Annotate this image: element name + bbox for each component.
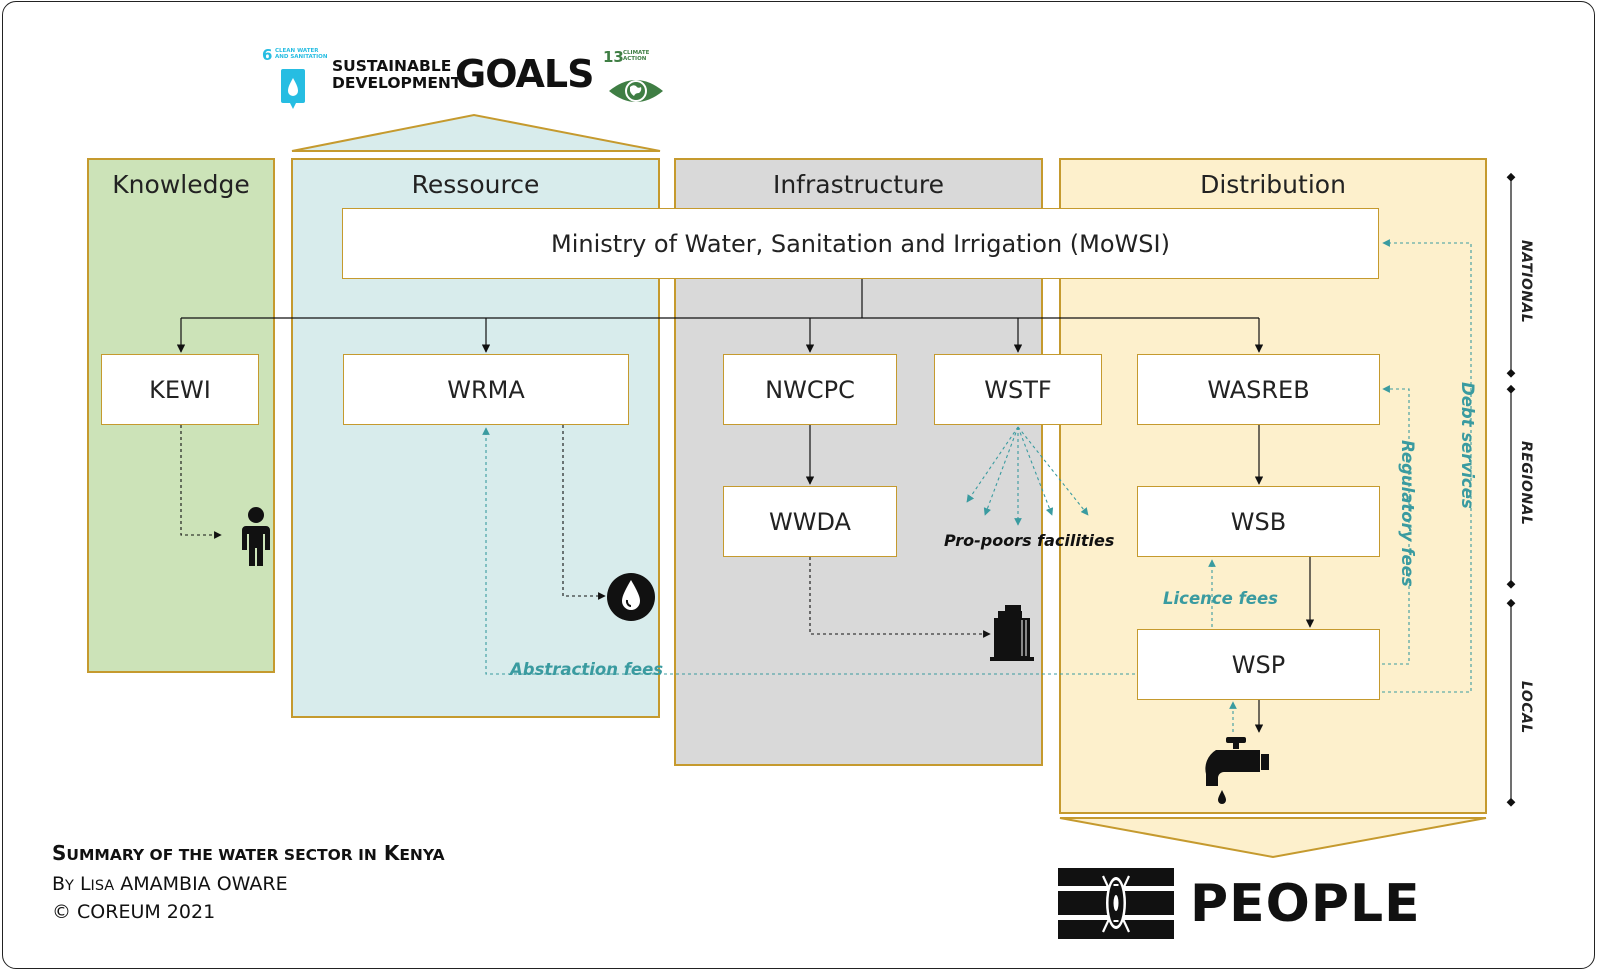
people-label: PEOPLE	[1190, 874, 1421, 934]
sdg-goal6-number: 6	[262, 46, 273, 64]
column-title-infrastructure: Infrastructure	[772, 170, 945, 199]
sdg-sustainable: SUSTAINABLE	[332, 57, 452, 75]
wstf-box: WSTF	[934, 354, 1102, 425]
person-icon	[242, 507, 270, 566]
wasreb-box: WASREB	[1137, 354, 1380, 425]
kewi-box: KEWI	[101, 354, 259, 425]
faucet-icon	[1205, 737, 1269, 804]
people-pointer-shape	[1059, 817, 1487, 859]
level-national: NATIONAL	[1518, 240, 1534, 324]
caption-title: SUMMARY OF THE WATER SECTOR IN KENYA	[52, 841, 445, 865]
abstraction-fees-label: Abstraction fees	[510, 660, 664, 679]
water-glass-icon	[281, 69, 305, 109]
wsb-box: WSB	[1137, 486, 1380, 557]
level-scale	[1506, 172, 1516, 807]
regulatory-fees-label: Regulatory fees	[1398, 440, 1417, 587]
wrma-box: WRMA	[343, 354, 629, 425]
sdg-development: DEVELOPMENT	[332, 74, 462, 92]
level-regional: REGIONAL	[1518, 441, 1534, 526]
column-title-knowledge: Knowledge	[112, 170, 250, 199]
wwda-box: WWDA	[723, 486, 897, 557]
column-title-resource: Ressource	[411, 170, 540, 199]
ministry-box: Ministry of Water, Sanitation and Irriga…	[342, 208, 1379, 279]
kenya-flag-icon	[1058, 868, 1174, 939]
sdg-goal13-label: CLIMATE ACTION	[623, 50, 650, 62]
licence-fees-label: Licence fees	[1163, 589, 1278, 608]
factory-icon	[990, 605, 1034, 661]
caption-author: BY LISA AMAMBIA OWARE	[52, 873, 288, 895]
sdg-pointer-shape	[291, 113, 661, 152]
debt-services-label: Debt services	[1458, 382, 1477, 509]
sdg-goal6-label: CLEAN WATER AND SANITATION	[275, 48, 328, 60]
climate-eye-icon	[609, 80, 663, 102]
column-title-distribution: Distribution	[1200, 170, 1346, 199]
level-local: LOCAL	[1518, 681, 1534, 734]
sdg-goals: GOALS	[455, 52, 594, 96]
caption-copyright: © COREUM 2021	[52, 901, 216, 923]
black-dashed-connectors	[180, 425, 991, 638]
wsp-box: WSP	[1137, 629, 1380, 700]
sdg-goal13-number: 13	[603, 48, 624, 66]
nwcpc-box: NWCPC	[723, 354, 897, 425]
water-drop-icon	[607, 573, 655, 621]
ministry-tree	[176, 279, 1315, 733]
teal-dashed-connectors	[482, 239, 1472, 732]
pro-poor-facilities-label: Pro-poors facilities	[944, 531, 1115, 550]
